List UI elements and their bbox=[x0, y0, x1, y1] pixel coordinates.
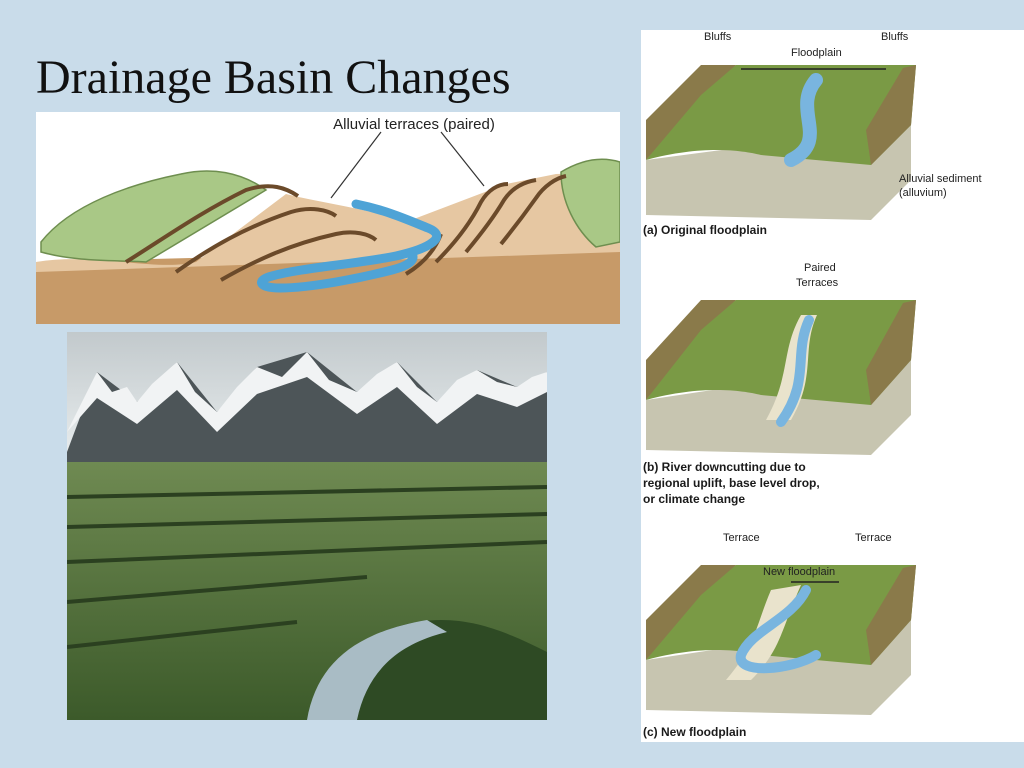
panel-b-caption-line2: regional uplift, base level drop, bbox=[643, 476, 820, 490]
panel-a-floodplain-label: Floodplain bbox=[791, 47, 842, 59]
terrace-risers-right bbox=[404, 174, 567, 276]
terrace-risers-left bbox=[124, 184, 378, 282]
panel-c-terrace-left: Terrace bbox=[723, 532, 760, 544]
panel-b-caption-line3: or climate change bbox=[643, 492, 745, 506]
panel-c-terrace-right: Terrace bbox=[855, 532, 892, 544]
pointer-line-right bbox=[440, 131, 485, 187]
alluvial-terraces-label: Alluvial terraces (paired) bbox=[333, 116, 495, 133]
panel-a-block bbox=[646, 65, 916, 220]
river-valley-photo bbox=[67, 332, 547, 720]
panel-a-sediment-label-2: (alluvium) bbox=[899, 187, 947, 199]
panel-b-caption-line1: (b) River downcutting due to bbox=[643, 460, 806, 474]
left-hillslope bbox=[40, 170, 268, 263]
pointer-line-left bbox=[330, 131, 382, 199]
braided-river bbox=[307, 620, 447, 720]
slide-title: Drainage Basin Changes bbox=[36, 51, 511, 104]
panel-b-label-paired: Paired bbox=[804, 262, 836, 274]
snow-caps bbox=[67, 352, 547, 432]
panel-a-bluffs-left: Bluffs bbox=[704, 31, 732, 43]
river-channel bbox=[257, 199, 442, 293]
panel-b-block bbox=[646, 300, 916, 455]
panel-a-bluffs-right: Bluffs bbox=[881, 31, 909, 43]
panel-a-sediment-label-1: Alluvial sediment bbox=[899, 173, 982, 185]
shelterbelts bbox=[67, 485, 547, 649]
terrace-surfaces bbox=[36, 172, 620, 272]
alluvial-terraces-diagram: Alluvial terraces (paired) bbox=[36, 112, 620, 324]
panel-b-label-terraces: Terraces bbox=[796, 277, 839, 289]
panel-a-caption: (a) Original floodplain bbox=[643, 223, 767, 237]
panel-c-block bbox=[646, 565, 916, 715]
floodplain-sequence-figure: Bluffs Bluffs Floodplain Alluvial sedime… bbox=[641, 30, 1024, 742]
right-hillslope bbox=[560, 158, 620, 248]
panel-c-new-floodplain-label: New floodplain bbox=[763, 566, 835, 578]
panel-c-caption: (c) New floodplain bbox=[643, 725, 746, 739]
